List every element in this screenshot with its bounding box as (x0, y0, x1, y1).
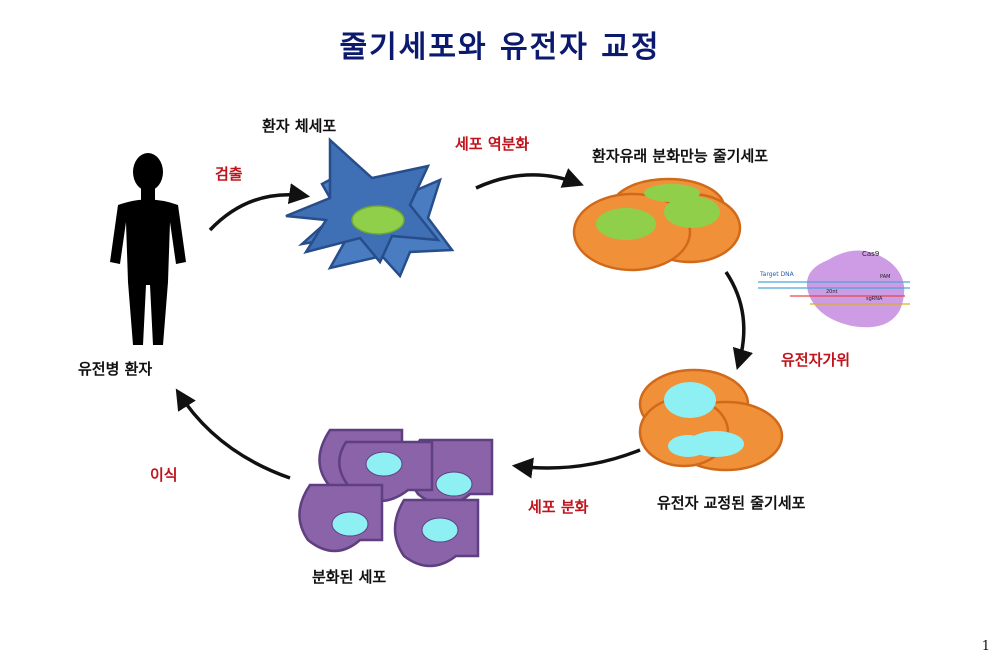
label-ipsc: 환자유래 분화만능 줄기세포 (592, 147, 769, 165)
label-edited-cells: 유전자 교정된 줄기세포 (657, 494, 806, 512)
label-somatic-cell: 환자 체세포 (262, 117, 337, 135)
arrow-biopsy (208, 183, 311, 232)
page-title: 줄기세포와 유전자 교정 (339, 30, 661, 65)
arrow-differentiation (511, 448, 641, 479)
cas9-grna-label: sgRNA (866, 296, 883, 302)
arrow-reprogramming (475, 168, 584, 190)
somatic-cell-icon (285, 137, 455, 279)
cas9-target-label: Target DNA (759, 271, 795, 278)
step-editing: 유전자가위 (781, 351, 851, 369)
step-reprogramming: 세포 역분화 (455, 135, 530, 153)
edited-cell-icon (638, 368, 784, 472)
arrow-editing (724, 271, 753, 371)
cas9-nt-label: 20nt (826, 289, 838, 295)
patient-silhouette-icon (110, 153, 186, 345)
differentiated-cell-icon (298, 428, 494, 568)
cas9-protein-label: Cas9 (862, 250, 879, 258)
cas9-inset: Cas9 Target DNA PAM sgRNA 20nt (758, 250, 910, 328)
label-differentiated: 분화된 세포 (312, 568, 387, 586)
cas9-pam-label: PAM (880, 274, 890, 280)
step-differentiation: 세포 분화 (528, 498, 589, 516)
step-biopsy: 검출 (215, 165, 243, 183)
ipsc-cell-icon (572, 177, 742, 272)
label-patient: 유전병 환자 (78, 360, 153, 378)
arrow-transplant (175, 388, 291, 480)
step-transplant: 이식 (150, 466, 178, 484)
page-number: 1 (981, 639, 990, 654)
